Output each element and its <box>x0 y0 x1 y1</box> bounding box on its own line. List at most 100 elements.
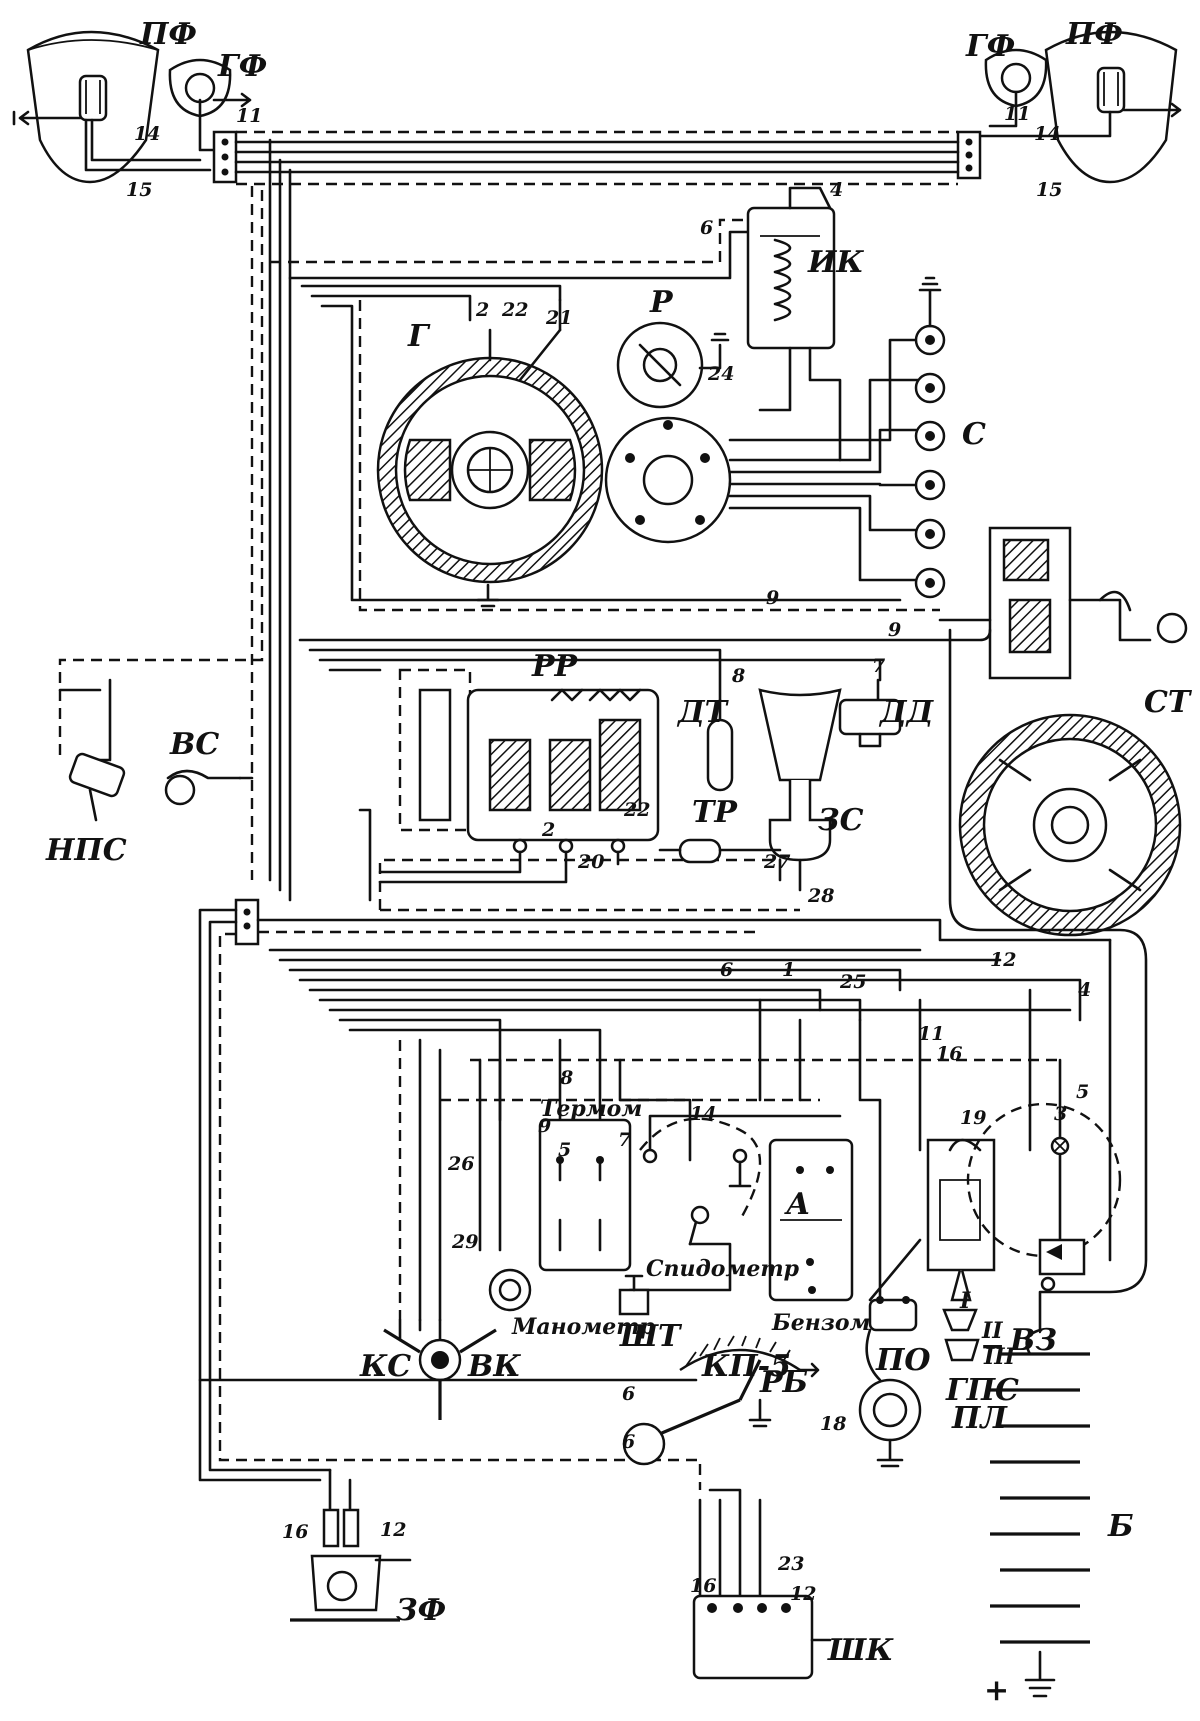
label-pf-right: ПФ <box>1065 17 1123 52</box>
wire-num-4: 4 <box>1078 979 1091 1001</box>
wire-num-28: 28 <box>807 885 834 907</box>
dash-harness <box>198 898 1112 1490</box>
spark-plugs <box>914 276 946 599</box>
starter <box>938 526 1188 1332</box>
label-s: С <box>962 417 986 452</box>
vs-switch <box>164 769 254 806</box>
label-dd: ДД <box>878 695 935 730</box>
label-ks: КС <box>359 1349 411 1384</box>
label-rr: РР <box>531 649 579 684</box>
fuel-gauge-sensor <box>198 1335 820 1466</box>
battery <box>990 1328 1090 1698</box>
wire-num-14: 14 <box>1034 123 1060 145</box>
wire-num-9: 9 <box>888 619 901 641</box>
label-vk: ВК <box>467 1349 521 1384</box>
ignition-coil <box>746 186 842 462</box>
wire-num-9: 9 <box>538 1115 551 1137</box>
relay-regulator <box>378 668 660 884</box>
label-sht: ШТ <box>619 1319 683 1354</box>
wire-num-12: 12 <box>990 949 1016 971</box>
parking-light-left <box>168 58 252 152</box>
connector-left <box>212 130 238 184</box>
wire-num-12: 12 <box>380 1519 406 1541</box>
temp-sensor <box>706 698 734 792</box>
wire-num-15: 15 <box>1036 179 1062 201</box>
oil-pressure-sensor <box>838 678 902 748</box>
generator <box>376 298 604 608</box>
wire-num-6: 6 <box>720 959 733 981</box>
label-zf: ЗФ <box>396 1593 446 1628</box>
label-r: Р <box>649 285 674 320</box>
label-dt: ДТ <box>676 695 730 730</box>
wire-num-6: 6 <box>622 1383 635 1405</box>
wire-num-14: 14 <box>134 123 160 145</box>
wire-num-4: 4 <box>830 179 843 201</box>
wire-num-6: 6 <box>700 217 713 239</box>
wire-num-9: 9 <box>766 587 779 609</box>
tr-relay <box>658 838 782 864</box>
wire-num-7: 7 <box>618 1129 631 1151</box>
label-tr: ТР <box>692 795 738 830</box>
wire-num-20: 20 <box>577 851 604 873</box>
label-gf-right: ГФ <box>965 29 1015 64</box>
label-kp5: КП-5 <box>701 1349 791 1384</box>
wire-num-11: 11 <box>918 1023 944 1045</box>
parking-light-right <box>984 48 1048 128</box>
label-spidometr: Спидометр <box>646 1256 800 1282</box>
wire-num-16: 16 <box>282 1521 308 1543</box>
horn <box>758 688 842 892</box>
distributor-top <box>616 321 730 409</box>
label-b: Б <box>1107 1509 1134 1544</box>
label-benzom: Бензом <box>771 1310 870 1336</box>
wire-num-2: 2 <box>475 299 489 321</box>
wire-num-25: 25 <box>839 971 866 993</box>
headlight-left <box>12 30 212 184</box>
dome-light <box>858 1238 922 1468</box>
instrument-panel <box>488 1114 854 1316</box>
shk-socket <box>692 1488 832 1680</box>
headlight-switch <box>926 1138 996 1362</box>
label-rb: РБ <box>759 1365 808 1400</box>
main-harness <box>58 130 960 902</box>
label-minus: − <box>980 1329 1005 1364</box>
label-roman-2: II <box>981 1318 1003 1344</box>
label-vz: ВЗ <box>1009 1323 1057 1358</box>
wire-num-15: 15 <box>126 179 152 201</box>
label-manometr: Манометр <box>511 1314 656 1340</box>
connector-right <box>956 130 982 180</box>
ignition-switch <box>383 1318 497 1420</box>
wire-num-5: 5 <box>558 1139 571 1161</box>
label-termom: Термом <box>540 1096 642 1122</box>
wire-num-22: 22 <box>501 299 528 321</box>
wire-num-22: 22 <box>623 799 650 821</box>
wire-num-7: 7 <box>872 655 885 677</box>
label-gf-left: ГФ <box>217 49 267 84</box>
wire-num-8: 8 <box>559 1067 573 1089</box>
label-plus: + <box>984 1673 1009 1708</box>
wire-num-19: 19 <box>960 1107 986 1129</box>
label-pf-left: ПФ <box>139 17 197 52</box>
wire-num-12: 12 <box>790 1583 816 1605</box>
wire-num-21: 21 <box>545 307 572 329</box>
distributor <box>604 338 932 582</box>
label-po: ПО <box>875 1343 930 1378</box>
wire-num-2: 2 <box>541 819 555 841</box>
tail-light <box>290 1468 412 1622</box>
label-roman-3: III <box>983 1344 1016 1370</box>
wire-num-1: 1 <box>782 959 795 981</box>
wire-num-23: 23 <box>777 1553 804 1575</box>
headlight-right <box>978 30 1182 184</box>
wire-num-16: 16 <box>690 1575 716 1597</box>
label-shk: ШК <box>827 1633 894 1668</box>
wire-num-11: 11 <box>236 105 262 127</box>
wire-num-6: 6 <box>622 1431 635 1453</box>
label-g: Г <box>407 319 431 354</box>
label-zs: ЗС <box>818 803 864 838</box>
label-a: А <box>784 1187 810 1222</box>
wire-num-8: 8 <box>731 665 745 687</box>
label-roman-1: I <box>959 1288 971 1314</box>
label-nps: НПС <box>45 833 127 868</box>
wire-num-18: 18 <box>820 1413 846 1435</box>
nps-unit <box>58 678 126 822</box>
